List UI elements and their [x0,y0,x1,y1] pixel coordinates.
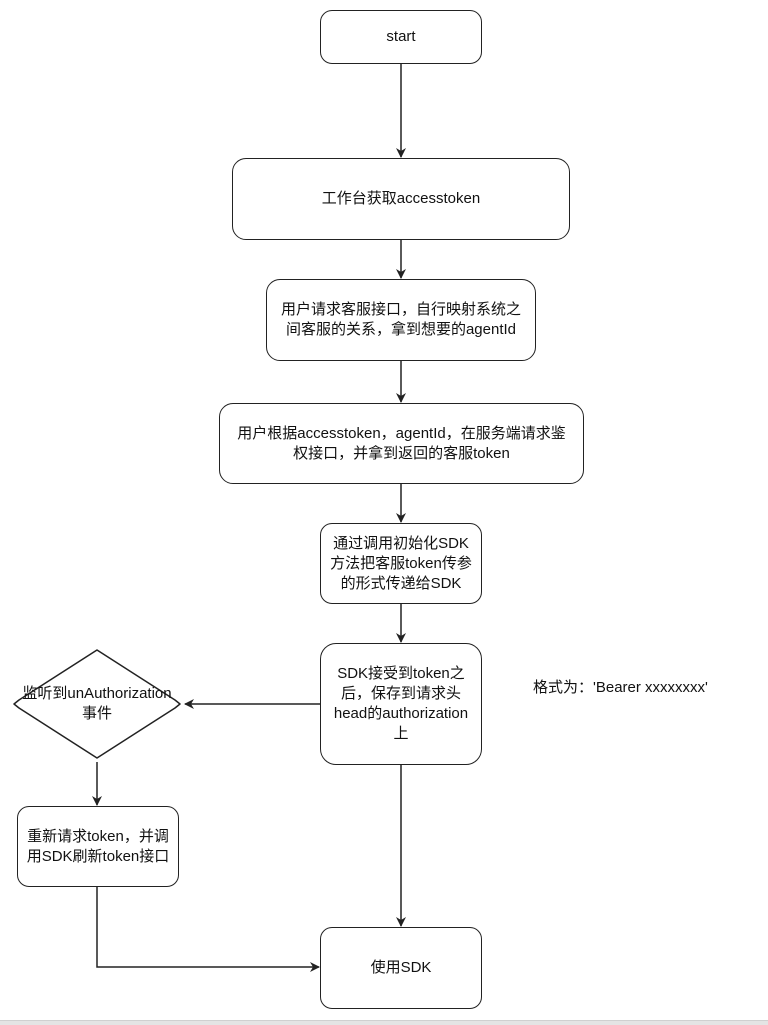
node-save-header-label: SDK接受到token之 后，保存到请求头 head的authorization… [333,665,469,742]
node-use-sdk-label: 使用SDK [370,959,432,976]
node-auth-request-label: 用户根据accesstoken，agentId，在服务端请求鉴 权接口，并拿到返… [237,424,566,462]
node-init-sdk: 通过调用初始化SDK 方法把客服token传参 的形式传递给SDK [320,523,482,604]
token-format-note: 格式为：'Bearer xxxxxxxx' [533,679,708,696]
edge-refresh-token-to-use-sdk [96,886,320,972]
node-listen-unauth-label: 监听到unAuthorization 事件 [22,685,172,722]
node-refresh-token: 重新请求token，并调 用SDK刷新token接口 [17,806,179,887]
node-get-token-label: 工作台获取accesstoken [321,190,481,207]
node-init-sdk-label: 通过调用初始化SDK 方法把客服token传参 的形式传递给SDK [330,534,472,592]
node-use-sdk: 使用SDK [320,927,482,1009]
node-get-token: 工作台获取accesstoken [232,158,570,240]
node-start: start [320,10,482,64]
node-map-agent: 用户请求客服接口，自行映射系统之 间客服的关系，拿到想要的agentId [266,279,536,361]
node-auth-request: 用户根据accesstoken，agentId，在服务端请求鉴 权接口，并拿到返… [219,403,584,484]
node-start-label: start [386,28,416,45]
decision-diamond-shape [13,649,181,759]
node-map-agent-label: 用户请求客服接口，自行映射系统之 间客服的关系，拿到想要的agentId [280,301,521,338]
node-save-header: SDK接受到token之 后，保存到请求头 head的authorization… [320,643,482,765]
bottom-divider [0,1020,768,1025]
node-refresh-token-label: 重新请求token，并调 用SDK刷新token接口 [26,827,170,865]
